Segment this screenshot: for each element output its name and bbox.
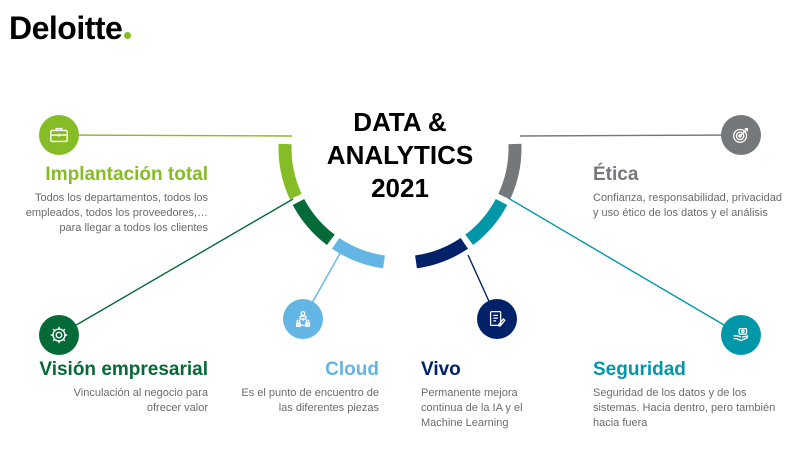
pillar-title-implantacion: Implantación total — [45, 164, 208, 185]
ring-segments — [278, 143, 522, 269]
connector-line-implantacion — [58, 134, 293, 137]
pillar-title-vision: Visión empresarial — [39, 359, 208, 380]
pillar-desc-seguridad: Seguridad de los datos y de los sistemas… — [593, 387, 776, 429]
center-title: DATA & ANALYTICS 2021 — [300, 106, 500, 205]
money-hand-icon — [721, 315, 761, 355]
target-icon — [721, 115, 761, 155]
title-line-3: 2021 — [371, 173, 429, 203]
ring-segment-cloud — [332, 237, 386, 269]
ring-segment-seguridad — [465, 198, 508, 246]
connector-line-etica — [519, 134, 742, 137]
network-nodes-icon — [283, 299, 323, 339]
ring-segment-etica — [498, 143, 522, 200]
pillar-desc-vision: Vinculación al negocio para ofrecer valo… — [73, 387, 208, 414]
logo-text: Deloitte — [9, 10, 123, 46]
logo-dot — [124, 32, 132, 39]
title-line-2: ANALYTICS — [326, 140, 474, 170]
pillar-title-etica: Ética — [593, 164, 639, 185]
pillar-desc-vivo: Permanente mejora continua de la IA y el… — [421, 387, 523, 429]
connector-line-seguridad — [507, 197, 742, 336]
gear-cog-icon — [39, 315, 79, 355]
ring-segment-implantacion — [278, 143, 302, 200]
pillar-desc-implantacion: Todos los departamentos, todos los emple… — [25, 192, 208, 234]
ring-segment-vision — [292, 198, 335, 246]
document-edit-icon — [477, 299, 517, 339]
pillar-desc-cloud: Es el punto de encuentro de las diferent… — [241, 387, 379, 414]
pillar-title-cloud: Cloud — [325, 359, 379, 380]
pillar-title-seguridad: Seguridad — [593, 359, 686, 380]
deloitte-logo: Deloitte — [9, 8, 132, 48]
title-line-1: DATA & — [353, 107, 447, 137]
briefcase-icon — [39, 115, 79, 155]
connector-line-vision — [58, 198, 294, 336]
pillar-desc-etica: Confianza, responsabilidad, privacidad y… — [593, 192, 782, 219]
pillar-title-vivo: Vivo — [421, 359, 461, 380]
ring-segment-vivo — [414, 237, 468, 269]
